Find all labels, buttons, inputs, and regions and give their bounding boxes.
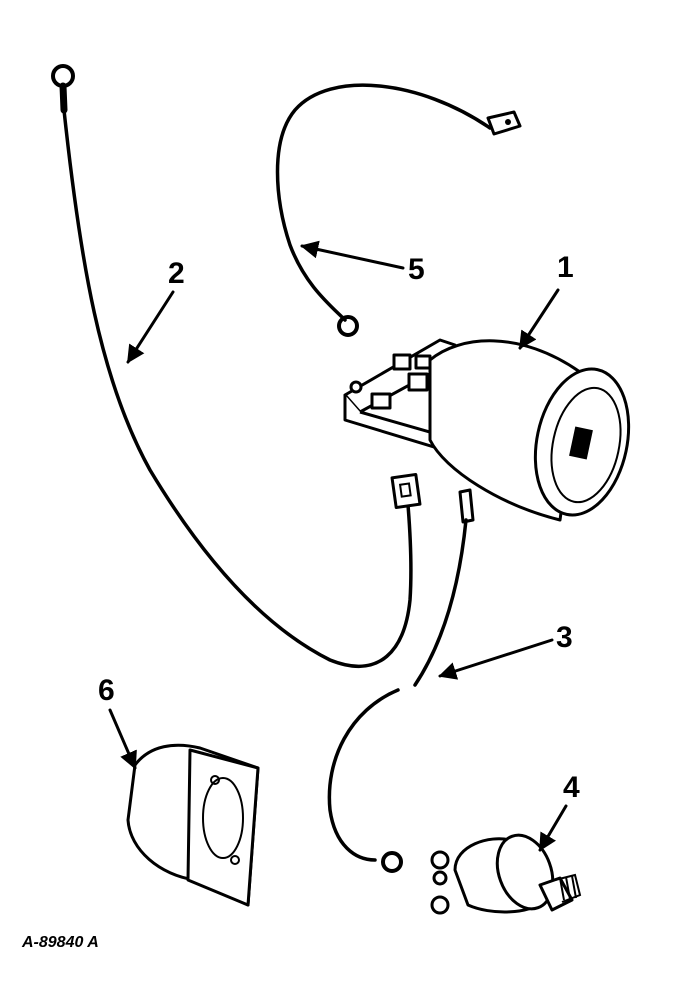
ground-wire bbox=[51, 64, 422, 668]
adapter-housing bbox=[126, 743, 260, 907]
leader-arrow bbox=[126, 290, 175, 364]
gauge-assembly bbox=[343, 338, 631, 522]
callout-4: 4 bbox=[563, 771, 580, 804]
spade-terminal-icon bbox=[458, 488, 475, 524]
leader-arrow bbox=[538, 804, 568, 852]
spade-terminal-icon bbox=[486, 110, 522, 136]
jumper-wire bbox=[275, 83, 522, 337]
callouts: 1 2 3 4 5 6 bbox=[98, 240, 580, 852]
leader-arrow bbox=[108, 708, 137, 770]
terminal-screw-icon bbox=[430, 850, 450, 870]
nut-icon bbox=[392, 353, 412, 371]
callout-5: 5 bbox=[408, 253, 425, 286]
callout-3: 3 bbox=[556, 621, 573, 654]
pressure-switch bbox=[430, 833, 582, 915]
leader-arrow bbox=[438, 638, 554, 680]
leader-arrow bbox=[518, 288, 560, 350]
sender-wire bbox=[327, 488, 475, 873]
bolt-hole-icon bbox=[210, 775, 220, 785]
switch-flange bbox=[495, 833, 555, 911]
housing-flange bbox=[186, 748, 260, 907]
figure-id: A-89840 A bbox=[21, 934, 99, 951]
nut-icon bbox=[370, 392, 392, 410]
nut-icon bbox=[407, 372, 429, 392]
housing-bore bbox=[202, 777, 244, 859]
terminal-screw-icon bbox=[430, 895, 450, 915]
threaded-fitting-icon bbox=[554, 873, 582, 903]
gauge-label-icon bbox=[569, 426, 593, 460]
leader-arrow bbox=[300, 240, 405, 270]
terminal-crimp bbox=[59, 82, 68, 114]
ring-terminal-icon bbox=[337, 315, 359, 337]
callout-1: 1 bbox=[557, 251, 574, 284]
callout-6: 6 bbox=[98, 674, 115, 707]
ring-terminal-icon bbox=[381, 851, 403, 873]
bolt-hole-icon bbox=[230, 855, 240, 865]
gauge-face bbox=[550, 386, 622, 504]
nut-icon bbox=[414, 354, 432, 370]
spade-terminal-icon bbox=[390, 472, 422, 510]
callout-2: 2 bbox=[168, 257, 185, 290]
